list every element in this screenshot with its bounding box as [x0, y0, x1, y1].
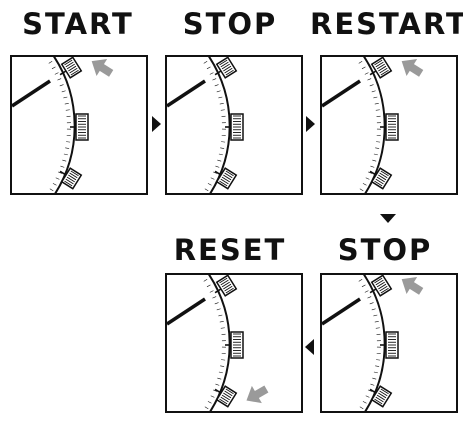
watch-illustration: [12, 57, 114, 193]
watch-illustration: [322, 275, 424, 411]
chronograph-hand: [12, 79, 51, 108]
watch-illustration: [167, 57, 244, 193]
watch-panel-start: [10, 55, 148, 195]
watch-panel-reset: [165, 273, 303, 413]
flow-arrow-right-icon: [306, 116, 315, 132]
flow-arrow-right-icon: [152, 116, 161, 132]
chronograph-hand: [322, 297, 361, 326]
step-label-stop: STOP: [182, 7, 278, 41]
watch-illustration: [167, 275, 269, 411]
watch-illustration: [322, 57, 424, 193]
chronograph-hand: [322, 79, 361, 108]
step-label-start: START: [22, 7, 134, 41]
chronograph-hand: [167, 297, 206, 326]
watch-panel-stop-second: [320, 273, 458, 413]
step-label-stop-second: STOP: [337, 233, 433, 267]
press-arrow-icon: [401, 59, 424, 77]
chronograph-hand: [167, 79, 206, 108]
press-arrow-icon: [91, 59, 114, 77]
press-arrow-icon: [401, 277, 424, 295]
watch-panel-restart: [320, 55, 458, 195]
step-label-reset: RESET: [173, 233, 287, 267]
press-arrow-icon: [246, 385, 269, 404]
flow-arrow-left-icon: [305, 339, 314, 355]
flow-arrow-down-icon: [380, 214, 396, 223]
watch-panel-stop: [165, 55, 303, 195]
step-label-restart: RESTART: [310, 7, 463, 41]
